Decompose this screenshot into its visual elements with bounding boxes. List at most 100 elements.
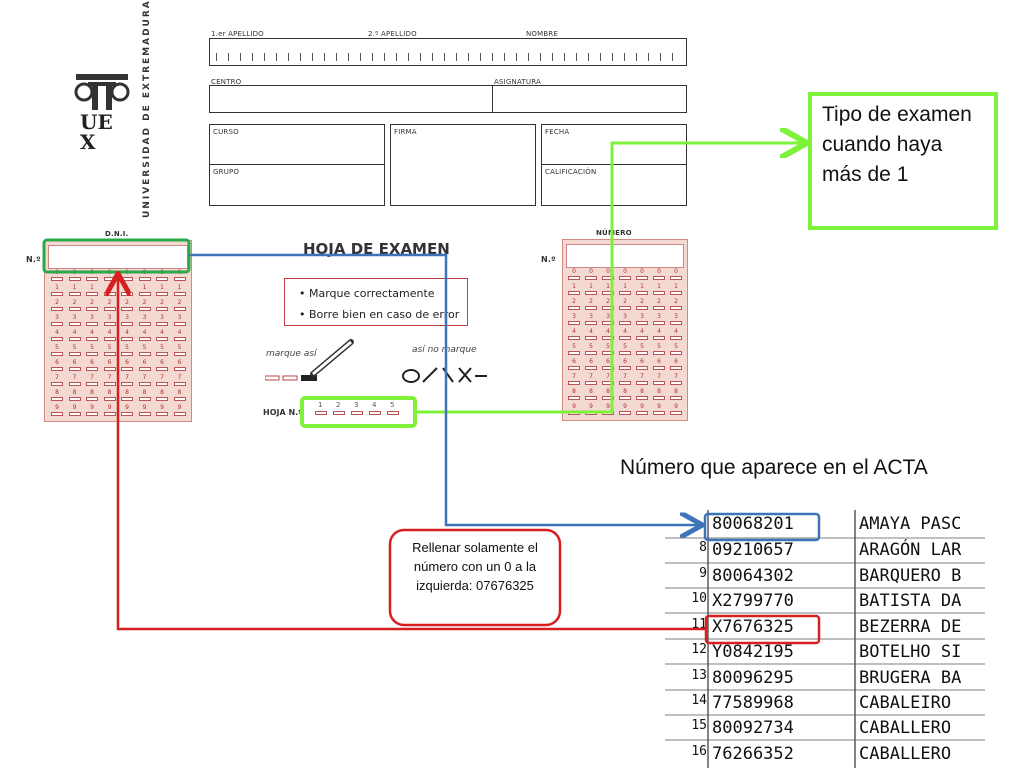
grid-bubble[interactable] [68, 397, 81, 401]
hoja-option-bubble[interactable] [315, 411, 327, 415]
grid-bubble[interactable] [670, 351, 682, 355]
grid-bubble[interactable] [68, 292, 81, 296]
grid-bubble[interactable] [121, 367, 133, 371]
grid-bubble[interactable] [568, 321, 580, 325]
grid-bubble[interactable] [103, 292, 116, 296]
grid-bubble[interactable] [68, 337, 81, 341]
grid-bubble[interactable] [568, 396, 580, 400]
grid-bubble[interactable] [585, 351, 597, 355]
grid-bubble[interactable] [585, 396, 597, 400]
grid-bubble[interactable] [103, 397, 116, 401]
grid-bubble[interactable] [156, 412, 168, 416]
grid-bubble[interactable] [585, 321, 597, 325]
hoja-option-bubble[interactable] [369, 411, 381, 415]
grid-bubble[interactable] [156, 292, 168, 296]
grid-bubble[interactable] [619, 351, 631, 355]
grid-bubble[interactable] [103, 277, 116, 281]
grid-bubble[interactable] [86, 382, 98, 386]
grid-bubble[interactable] [138, 352, 151, 356]
grid-bubble[interactable] [568, 351, 580, 355]
grid-bubble[interactable] [103, 337, 116, 341]
grid-bubble[interactable] [653, 396, 665, 400]
grid-bubble[interactable] [103, 307, 116, 311]
grid-bubble[interactable] [568, 336, 580, 340]
grid-bubble[interactable] [568, 276, 580, 280]
grid-bubble[interactable] [121, 322, 133, 326]
grid-bubble[interactable] [619, 321, 631, 325]
grid-bubble[interactable] [653, 276, 665, 280]
grid-bubble[interactable] [619, 276, 631, 280]
grid-bubble[interactable] [602, 336, 614, 340]
grid-bubble[interactable] [103, 367, 116, 371]
grid-bubble[interactable] [51, 412, 63, 416]
grid-bubble[interactable] [121, 382, 133, 386]
grid-bubble[interactable] [173, 412, 186, 416]
firma-field[interactable] [390, 124, 536, 206]
grid-bubble[interactable] [103, 382, 116, 386]
grid-bubble[interactable] [670, 411, 682, 415]
grid-bubble[interactable] [138, 337, 151, 341]
grid-bubble[interactable] [121, 352, 133, 356]
grid-bubble[interactable] [51, 337, 63, 341]
grid-bubble[interactable] [121, 337, 133, 341]
grid-bubble[interactable] [585, 366, 597, 370]
grid-bubble[interactable] [138, 382, 151, 386]
grid-bubble[interactable] [51, 352, 63, 356]
grid-bubble[interactable] [156, 322, 168, 326]
grid-bubble[interactable] [568, 411, 580, 415]
grid-bubble[interactable] [653, 336, 665, 340]
grid-bubble[interactable] [568, 306, 580, 310]
grid-bubble[interactable] [68, 307, 81, 311]
grid-bubble[interactable] [653, 411, 665, 415]
grid-bubble[interactable] [121, 412, 133, 416]
grid-bubble[interactable] [585, 306, 597, 310]
grid-bubble[interactable] [568, 366, 580, 370]
grid-bubble[interactable] [156, 397, 168, 401]
grid-bubble[interactable] [636, 396, 648, 400]
grid-bubble[interactable] [670, 366, 682, 370]
grid-bubble[interactable] [173, 367, 186, 371]
grid-bubble[interactable] [619, 336, 631, 340]
grid-bubble[interactable] [51, 397, 63, 401]
grid-bubble[interactable] [51, 322, 63, 326]
grid-bubble[interactable] [619, 291, 631, 295]
grid-bubble[interactable] [156, 307, 168, 311]
grid-bubble[interactable] [103, 352, 116, 356]
grid-bubble[interactable] [670, 381, 682, 385]
grid-bubble[interactable] [156, 277, 168, 281]
grid-bubble[interactable] [51, 307, 63, 311]
grid-bubble[interactable] [103, 412, 116, 416]
grid-bubble[interactable] [602, 366, 614, 370]
grid-bubble[interactable] [670, 396, 682, 400]
grid-bubble[interactable] [653, 351, 665, 355]
grid-bubble[interactable] [138, 367, 151, 371]
grid-bubble[interactable] [138, 412, 151, 416]
grid-bubble[interactable] [138, 397, 151, 401]
grid-bubble[interactable] [653, 366, 665, 370]
grid-bubble[interactable] [602, 396, 614, 400]
grid-bubble[interactable] [636, 381, 648, 385]
grid-bubble[interactable] [585, 411, 597, 415]
numero-entry-row[interactable] [566, 244, 684, 268]
asignatura-field[interactable] [492, 85, 687, 113]
grid-bubble[interactable] [602, 321, 614, 325]
grid-bubble[interactable] [670, 291, 682, 295]
grid-bubble[interactable] [121, 397, 133, 401]
grid-bubble[interactable] [121, 277, 133, 281]
grid-bubble[interactable] [173, 397, 186, 401]
grid-bubble[interactable] [138, 307, 151, 311]
grid-bubble[interactable] [636, 276, 648, 280]
grid-bubble[interactable] [138, 322, 151, 326]
grid-bubble[interactable] [86, 307, 98, 311]
grid-bubble[interactable] [173, 307, 186, 311]
grid-bubble[interactable] [51, 292, 63, 296]
grid-bubble[interactable] [585, 336, 597, 340]
centro-field[interactable] [209, 85, 494, 113]
grid-bubble[interactable] [653, 321, 665, 325]
grid-bubble[interactable] [636, 366, 648, 370]
grid-bubble[interactable] [602, 411, 614, 415]
